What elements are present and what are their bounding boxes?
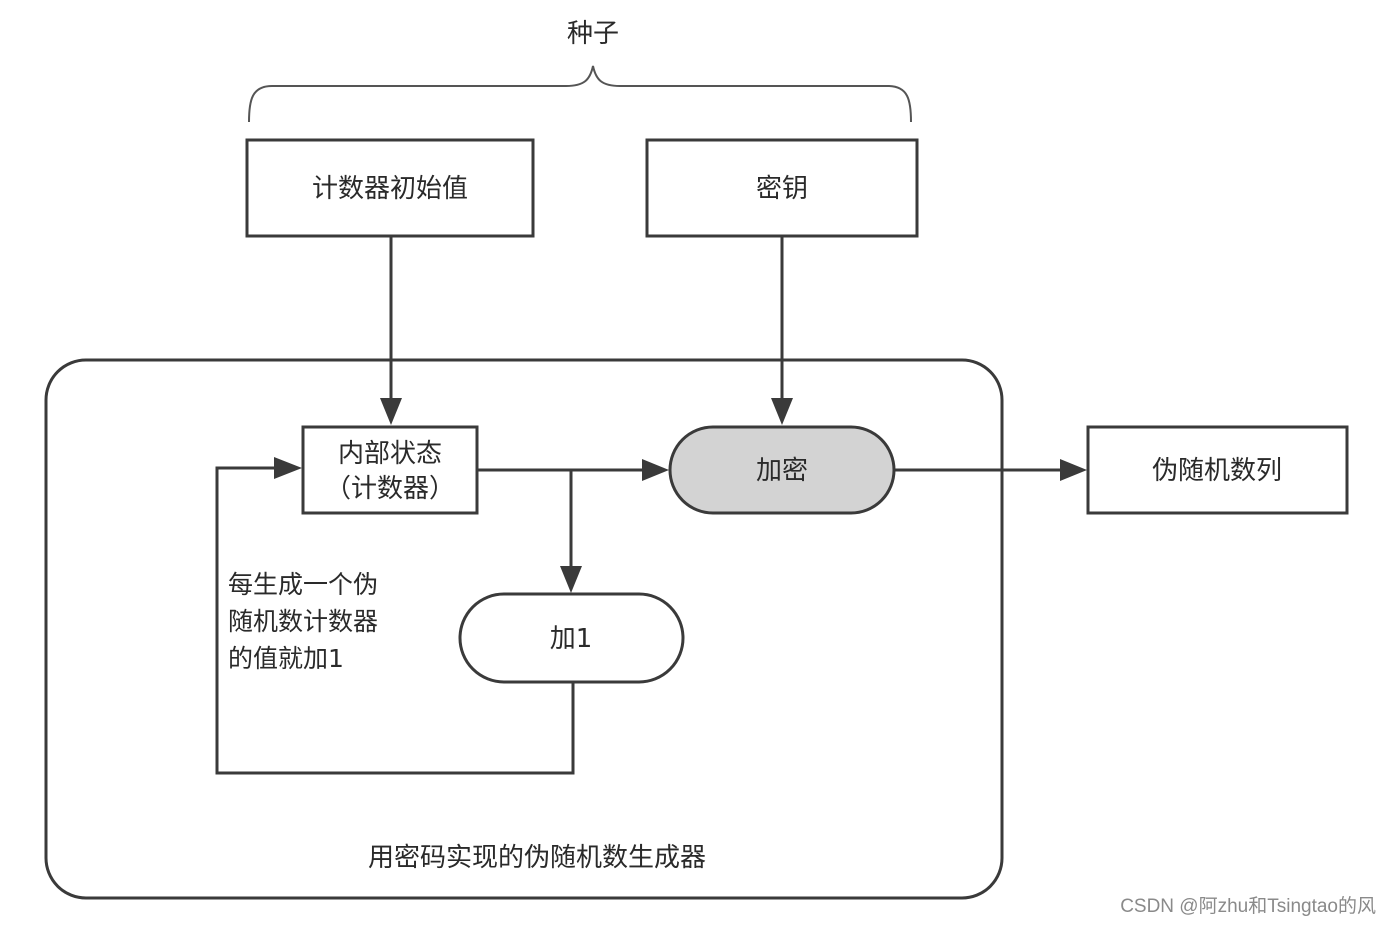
note-line-1: 每生成一个伪 [228,570,378,599]
internal-state-label-line1: 内部状态 [338,439,442,469]
note-line-2: 随机数计数器 [228,607,378,636]
key-box [645,138,919,238]
key-label: 密钥 [756,174,808,204]
prng-container [44,358,1004,900]
note-line-3: 的值就加1 [228,644,344,673]
output-box [1086,425,1349,515]
watermark: CSDN @阿zhu和Tsingtao的风 [1120,895,1376,917]
arrowhead-feedback-to-state [274,457,302,479]
counter-initial-value-box [245,138,535,238]
container-label: 用密码实现的伪随机数生成器 [368,843,706,873]
arrowhead-counter-to-state [380,398,402,425]
plus-one-label: 加1 [550,624,593,654]
feedback-loop-line [215,466,575,775]
output-label: 伪随机数列 [1152,456,1282,486]
arrowhead-state-to-encrypt [642,459,669,481]
seed-brace [248,65,912,123]
arrowhead-key-to-encrypt [771,398,793,425]
seed-label: 种子 [567,19,619,49]
internal-state-label-line2: （计数器） [325,474,455,504]
arrowhead-branch-to-plus-one [560,566,582,593]
arrowhead-encrypt-to-output [1060,459,1087,481]
counter-initial-value-label: 计数器初始值 [312,174,468,204]
encrypt-label: 加密 [756,456,808,486]
